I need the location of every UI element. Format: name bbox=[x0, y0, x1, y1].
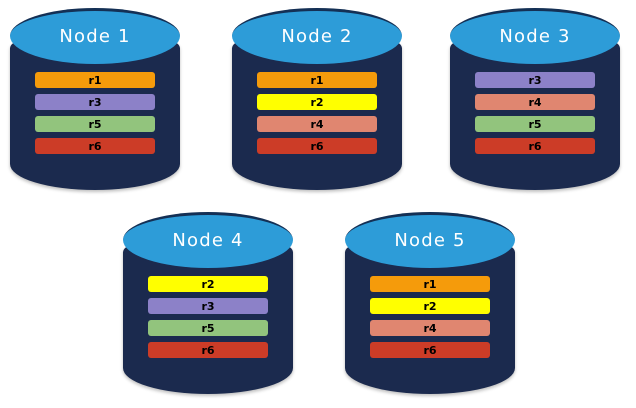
replica-bar-r6[interactable]: r6 bbox=[475, 138, 595, 154]
replica-bar-r1[interactable]: r1 bbox=[257, 72, 377, 88]
replica-bar-r3[interactable]: r3 bbox=[35, 94, 155, 110]
cylinder-top-ellipse bbox=[450, 8, 620, 64]
replica-bar-r6[interactable]: r6 bbox=[148, 342, 268, 358]
replica-bar-r4[interactable]: r4 bbox=[257, 116, 377, 132]
replica-list: r1 r2 r4 r6 bbox=[370, 276, 490, 358]
cylinder-top-ellipse bbox=[123, 212, 293, 268]
replica-bar-r2[interactable]: r2 bbox=[148, 276, 268, 292]
replica-bar-r1[interactable]: r1 bbox=[35, 72, 155, 88]
cylinder-top-ellipse bbox=[232, 8, 402, 64]
cylinder-top-ellipse bbox=[345, 212, 515, 268]
replica-bar-r4[interactable]: r4 bbox=[370, 320, 490, 336]
replica-bar-r3[interactable]: r3 bbox=[148, 298, 268, 314]
replica-list: r2 r3 r5 r6 bbox=[148, 276, 268, 358]
replica-list: r3 r4 r5 r6 bbox=[475, 72, 595, 154]
replica-bar-r4[interactable]: r4 bbox=[475, 94, 595, 110]
cylinder-top-ellipse bbox=[10, 8, 180, 64]
replica-list: r1 r2 r4 r6 bbox=[257, 72, 377, 154]
replica-bar-r6[interactable]: r6 bbox=[35, 138, 155, 154]
replica-bar-r5[interactable]: r5 bbox=[475, 116, 595, 132]
replica-bar-r6[interactable]: r6 bbox=[370, 342, 490, 358]
replica-bar-r1[interactable]: r1 bbox=[370, 276, 490, 292]
replica-bar-r2[interactable]: r2 bbox=[370, 298, 490, 314]
replica-bar-r5[interactable]: r5 bbox=[148, 320, 268, 336]
replica-list: r1 r3 r5 r6 bbox=[35, 72, 155, 154]
replica-bar-r2[interactable]: r2 bbox=[257, 94, 377, 110]
replica-bar-r6[interactable]: r6 bbox=[257, 138, 377, 154]
replica-bar-r5[interactable]: r5 bbox=[35, 116, 155, 132]
replica-bar-r3[interactable]: r3 bbox=[475, 72, 595, 88]
